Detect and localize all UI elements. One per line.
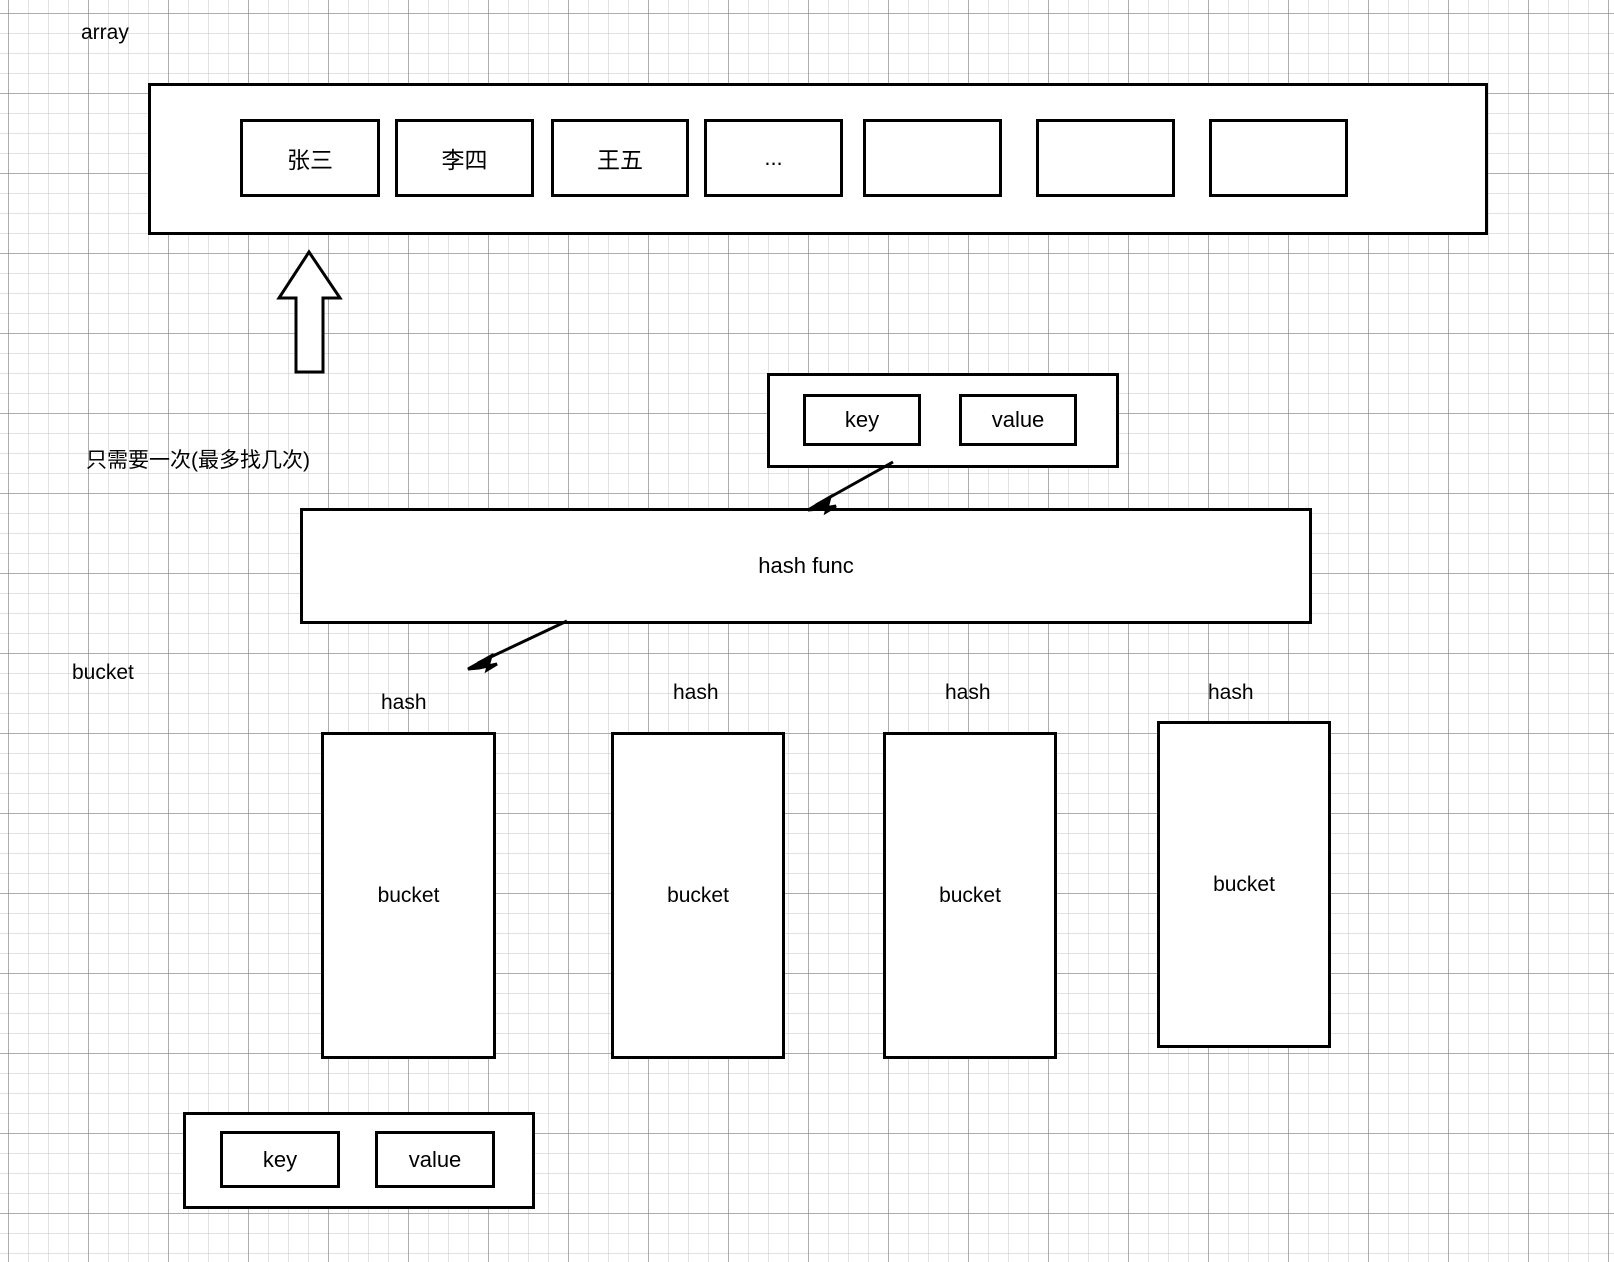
hash-func-box[interactable]: hash func [300, 508, 1312, 624]
bucket-box-0[interactable]: bucket [321, 732, 496, 1059]
key-to-hashfunc-arrow-line [815, 460, 894, 507]
note-label: 只需要一次(最多找几次) [86, 449, 310, 472]
hash-label-3: hash [1208, 681, 1254, 704]
bucket-box-3[interactable]: bucket [1157, 721, 1331, 1048]
kv-top-key-box[interactable]: key [803, 394, 921, 446]
up-block-arrow [276, 249, 343, 374]
array-cell-5[interactable] [1036, 119, 1175, 197]
bucket-box-1[interactable]: bucket [611, 732, 785, 1059]
bucket-box-2[interactable]: bucket [883, 732, 1057, 1059]
hash-label-1: hash [673, 681, 719, 704]
array-cell-4[interactable] [863, 119, 1002, 197]
array-cell-1[interactable]: 李四 [395, 119, 534, 197]
hash-label-0: hash [381, 691, 427, 714]
hashfunc-to-bucket-arrow-line [477, 619, 568, 665]
kv-bottom-value-box[interactable]: value [375, 1131, 495, 1188]
hashfunc-to-bucket-arrowhead [467, 652, 498, 674]
array-label: array [81, 21, 129, 44]
hash-label-2: hash [945, 681, 991, 704]
kv-top-value-box[interactable]: value [959, 394, 1077, 446]
array-cell-6[interactable] [1209, 119, 1348, 197]
array-cell-3[interactable]: ... [704, 119, 843, 197]
kv-bottom-key-box[interactable]: key [220, 1131, 340, 1188]
bucket-side-label: bucket [72, 661, 134, 684]
array-cell-0[interactable]: 张三 [240, 119, 380, 197]
array-cell-2[interactable]: 王五 [551, 119, 689, 197]
